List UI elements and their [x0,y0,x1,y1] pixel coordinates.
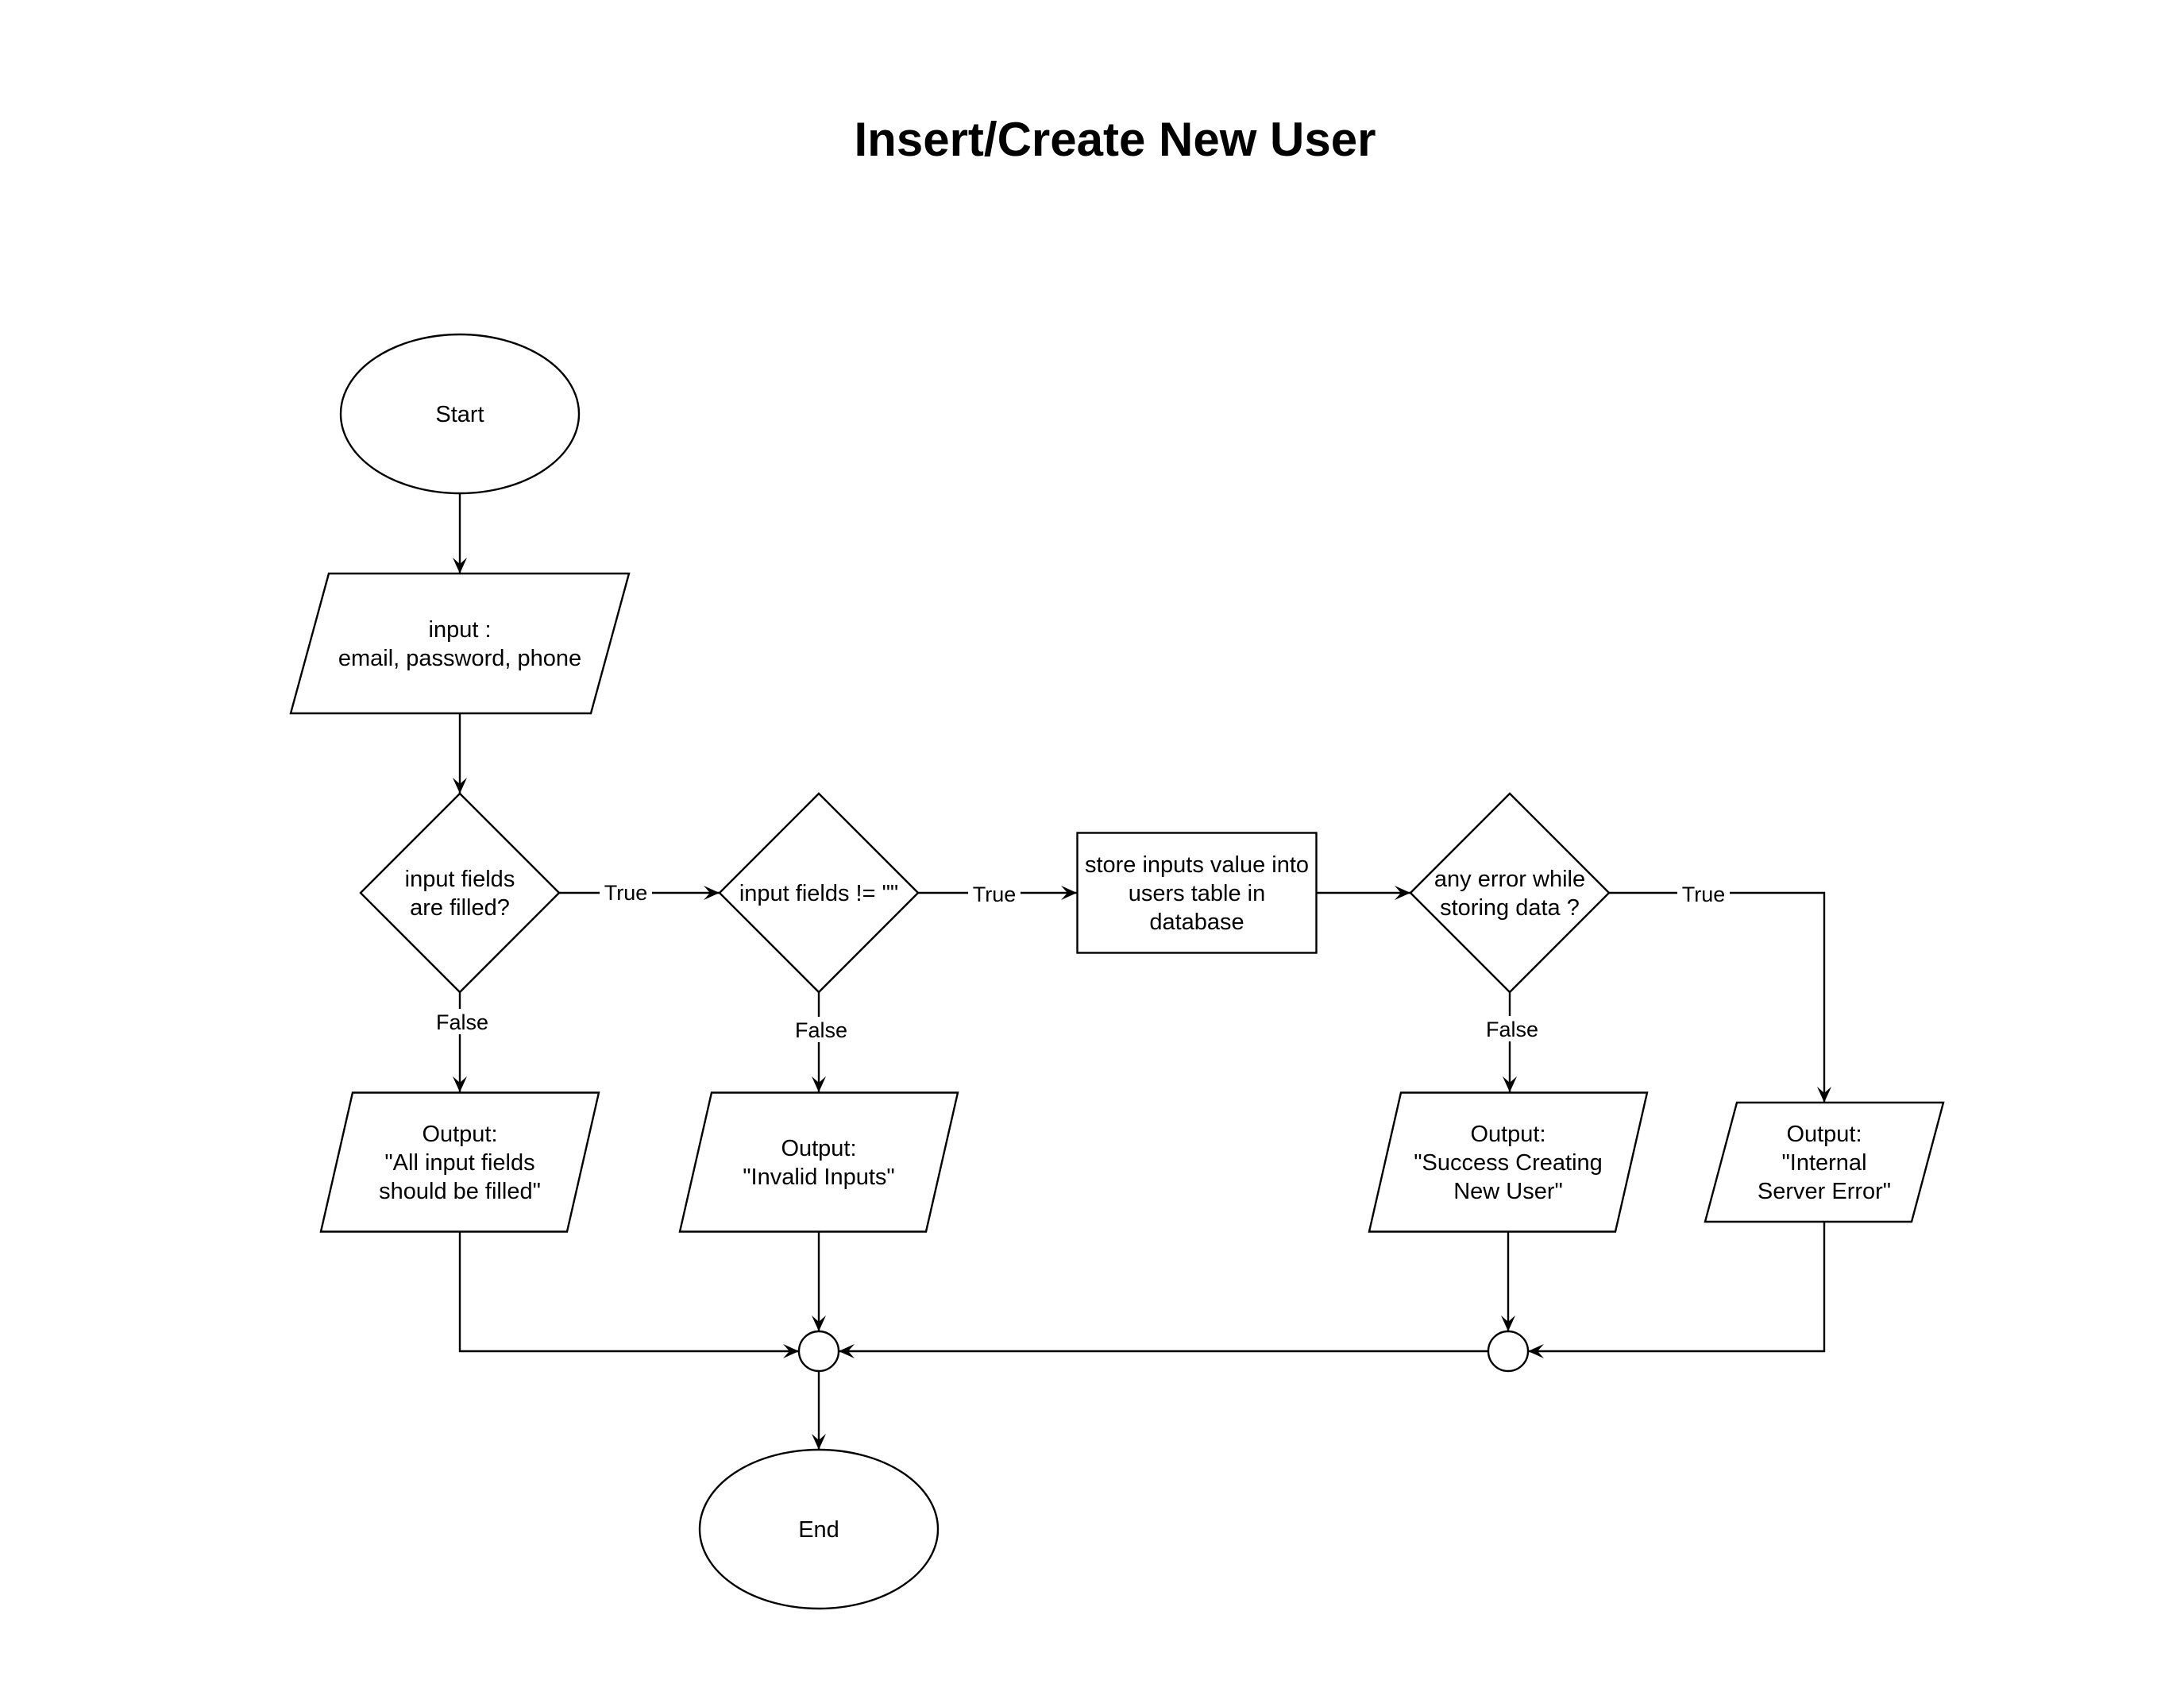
node-decision-error: any error while storing data ? [1409,792,1611,994]
node-label-line: input fields != "" [739,881,898,906]
arrowhead [453,778,467,794]
edge-label-background [789,1017,854,1042]
edge-decision-error-to-output-success: False [1480,992,1545,1092]
io-parallelogram [1368,1091,1649,1233]
io-parallelogram [289,572,631,715]
node-label-line: email, password, phone [338,646,581,671]
node-label-line: storing data ? [1440,895,1580,921]
connector-line [1609,891,1826,1103]
arrowhead [1501,1315,1515,1331]
edge-merge-right-to-merge-main [839,1344,1488,1358]
arrowhead [1061,886,1077,900]
terminal-shape [339,333,581,495]
arrowhead [783,1344,799,1358]
node-label-line: End [798,1517,839,1543]
node-decision-filled: input fields are filled? [359,792,561,994]
node-label-line: should be filled" [379,1179,541,1204]
node-label-line: Output: [422,1122,497,1147]
edge-label-background [1480,1016,1545,1041]
terminal-shape [698,1448,940,1610]
node-label-line: input : [429,617,492,643]
arrowhead [1817,1087,1831,1103]
node-label-line: "Invalid Inputs" [743,1165,894,1190]
edge-start-to-input [453,493,467,574]
edge-store-to-decision-error [1317,886,1410,900]
edge-output-invalid-to-merge-main [812,1232,826,1331]
arrowhead [1395,886,1410,900]
node-store: store inputs value into users table in dat… [1076,832,1318,954]
node-label-line: "Internal [1781,1150,1866,1176]
node-label-line: database [1149,910,1244,935]
edge-label: True [973,883,1017,906]
edge-label-background [968,881,1021,906]
edge-decision-filled-to-decision-not-empty: True [559,879,720,905]
arrowhead [812,1315,826,1331]
node-label-line: New User" [1453,1179,1563,1204]
connector-line [1528,1222,1826,1353]
arrowhead [453,558,467,574]
connector-circle [1487,1330,1530,1373]
edge-output-error-to-merge-right [1528,1222,1826,1358]
process-box [1076,832,1318,954]
node-start: Start [339,333,581,495]
arrowhead [1503,1076,1517,1092]
edge-label: True [1682,883,1726,906]
edge-label: False [1486,1018,1538,1041]
node-merge-right [1487,1330,1530,1373]
edge-output-success-to-merge-right [1501,1232,1515,1331]
arrowhead [812,1434,826,1450]
node-label-line: Start [435,402,484,427]
node-label-line: Server Error" [1758,1179,1891,1204]
diagram-title: Insert/Create New User [855,113,1376,166]
io-parallelogram [319,1091,600,1233]
edge-input-to-decision-filled [453,713,467,794]
node-label-line: input fields [405,867,515,892]
io-parallelogram [1704,1101,1945,1223]
node-end: End [698,1448,940,1610]
edge-label: True [604,881,648,905]
node-output-fill: Output: "All input fields should be filled… [319,1091,600,1233]
node-decision-not-empty: input fields != "" [718,792,920,994]
node-label-line: store inputs value into [1085,852,1309,878]
node-label-line: "All input fields [384,1150,534,1176]
edge-decision-not-empty-to-store: True [918,881,1077,906]
node-label-line: Output: [781,1136,856,1161]
io-parallelogram [678,1091,959,1233]
node-label-line: Output: [1470,1122,1545,1147]
edge-label: False [436,1010,488,1034]
decision-diamond [1409,792,1611,994]
node-label-line: users table in [1129,881,1266,906]
edge-label-background [1677,881,1730,906]
edge-decision-filled-to-output-fill: False [430,992,495,1092]
arrowhead [704,886,720,900]
decision-diamond [359,792,561,994]
connector-line [458,1232,799,1353]
edge-decision-not-empty-to-output-invalid: False [789,992,854,1092]
edge-label-background [430,1009,495,1034]
arrowhead [1528,1344,1544,1358]
decision-diamond [718,792,920,994]
edge-output-fill-to-merge-main [458,1232,799,1358]
node-output-invalid: Output: "Invalid Inputs" [678,1091,959,1233]
edge-label: False [795,1018,847,1042]
arrowhead [453,1076,467,1092]
node-label-line: "Success Creating [1414,1150,1603,1176]
arrowhead [839,1344,855,1358]
connector-circle [797,1330,840,1373]
edge-merge-main-to-end [812,1371,826,1450]
node-input: input : email, password, phone [289,572,631,715]
edge-decision-error-to-output-error: True [1609,881,1831,1103]
node-label-line: any error while [1434,867,1585,892]
node-label-line: are filled? [410,895,510,921]
edge-label-background [600,879,652,905]
node-merge-main [797,1330,840,1373]
node-label-line: Output: [1786,1122,1862,1147]
arrowhead [812,1076,826,1092]
